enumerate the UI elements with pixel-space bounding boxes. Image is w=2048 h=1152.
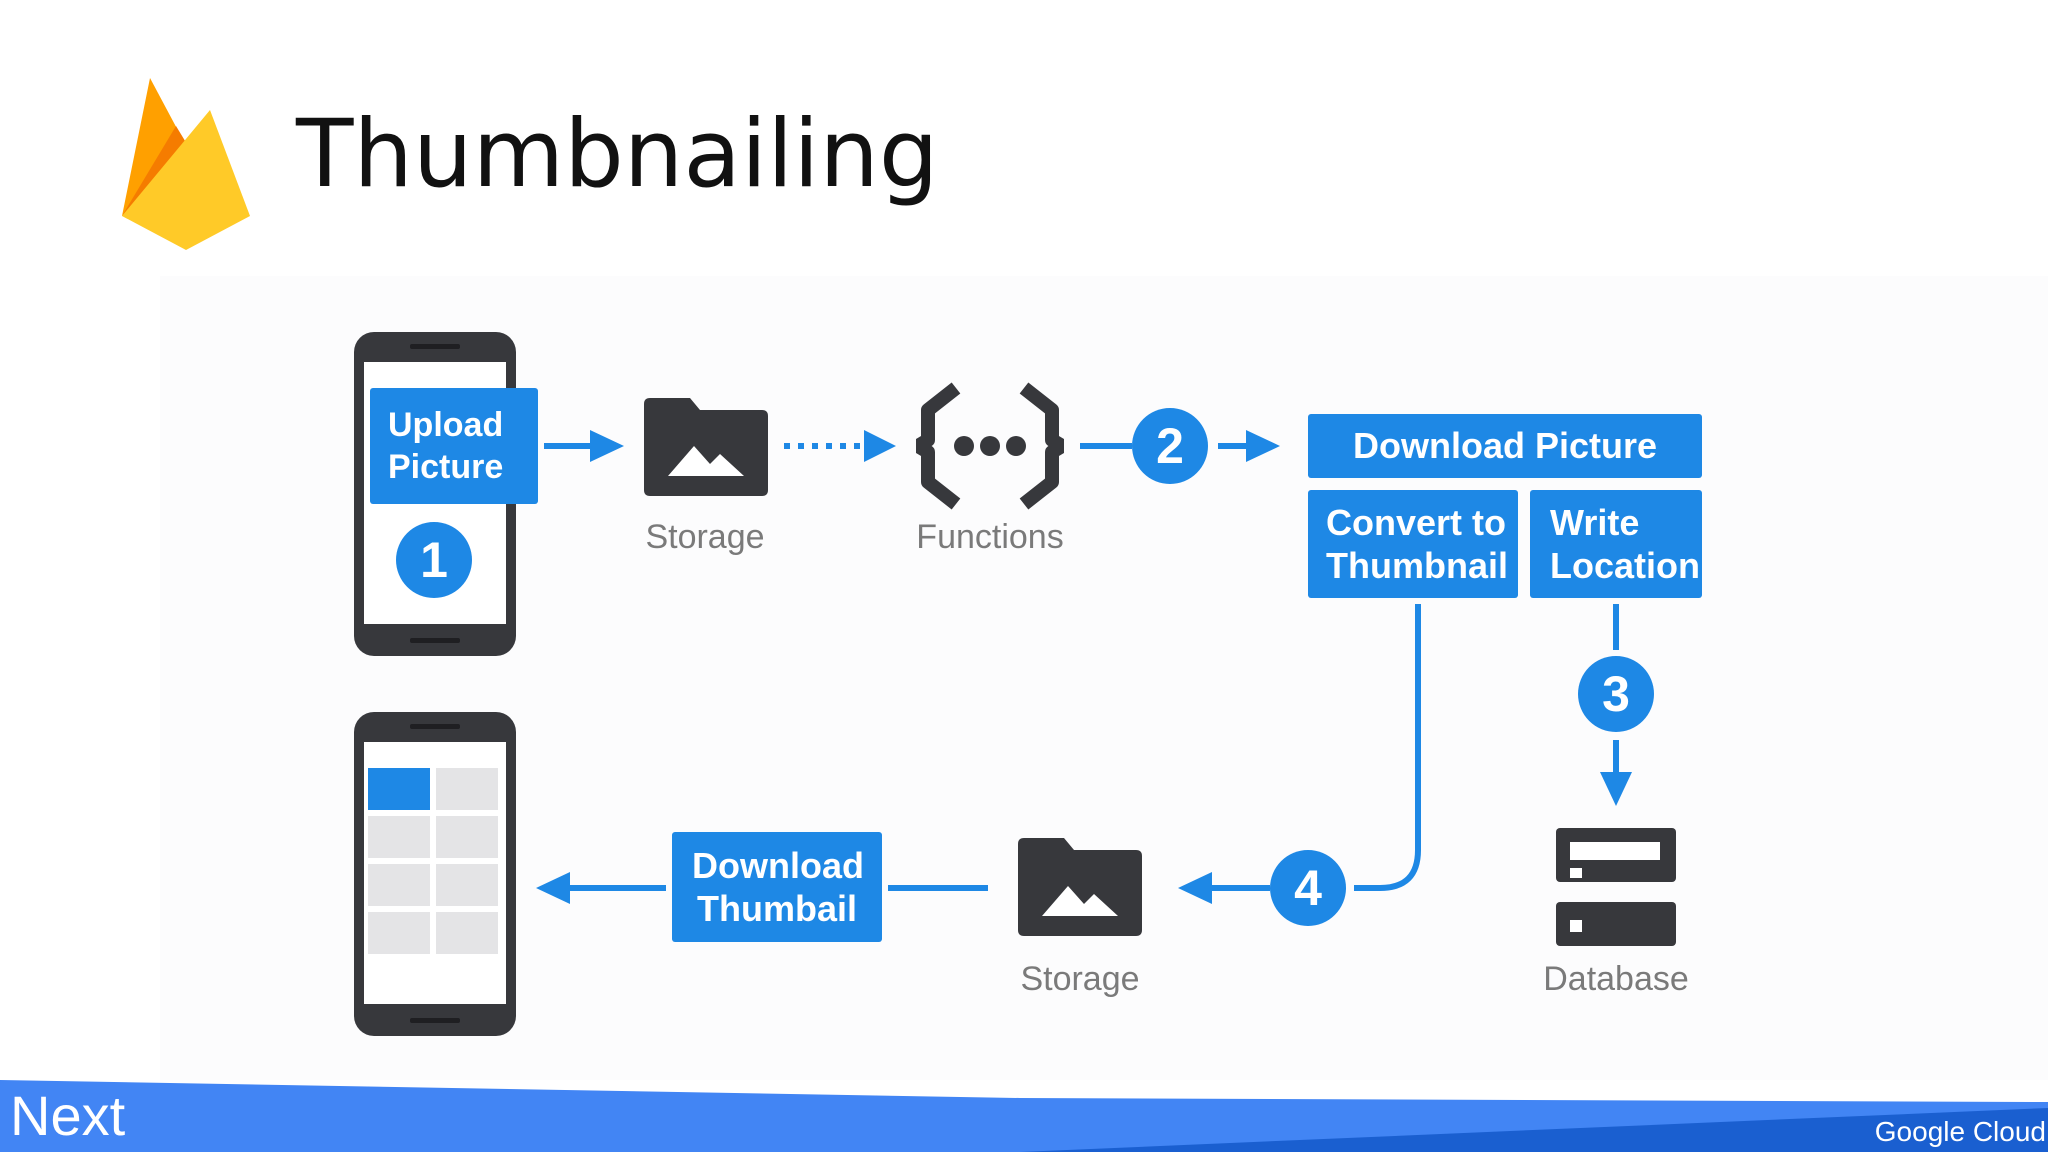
- line-step3-to-database: [1613, 740, 1619, 774]
- step-1-label: 1: [420, 532, 448, 588]
- step-2-badge: 2: [1132, 408, 1208, 484]
- storage-folder-icon: [644, 398, 768, 496]
- functions-caption: Functions: [916, 518, 1064, 556]
- arrow-head-right-icon: [1246, 430, 1280, 462]
- footer-bar: [0, 1080, 2048, 1152]
- phone-grid-icon: [354, 712, 516, 1036]
- upload-picture-box: Upload Picture: [370, 388, 538, 504]
- download-thumbail-box: Download Thumbail: [672, 832, 882, 942]
- download-thumbail-label: Download Thumbail: [692, 844, 864, 929]
- step-1-badge: 1: [396, 522, 472, 598]
- line-write-to-step3: [1613, 604, 1619, 650]
- step-4-label: 4: [1294, 860, 1322, 916]
- arrow-head-right-icon: [590, 430, 624, 462]
- google-cloud-brand: Google Cloud: [1874, 1116, 2046, 1147]
- functions-icon: [916, 382, 1064, 510]
- arrow-upload-line: [544, 443, 592, 449]
- convert-thumbnail-label: Convert to Thumbnail: [1326, 501, 1508, 586]
- storage-folder-icon: [1018, 838, 1142, 936]
- arrow-head-left-icon: [1178, 872, 1212, 904]
- convert-thumbnail-box: Convert to Thumbnail: [1308, 490, 1518, 598]
- write-location-label: Write Location: [1550, 501, 1700, 586]
- arrow-head-left-icon: [536, 872, 570, 904]
- download-picture-label: Download Picture: [1352, 425, 1658, 467]
- step-2-label: 2: [1156, 418, 1184, 474]
- storage-top-caption: Storage: [645, 518, 765, 556]
- write-location-box: Write Location: [1530, 490, 1702, 598]
- slide-title: Thumbnailing: [296, 100, 939, 209]
- step-4-badge: 4: [1270, 850, 1346, 926]
- step-3-badge: 3: [1578, 656, 1654, 732]
- firebase-logo: [122, 78, 250, 250]
- line-step4-to-storage: [1212, 885, 1270, 891]
- convert-to-step4-line: [1354, 604, 1421, 891]
- dotted-arrow: [784, 430, 896, 462]
- next-logo: Next: [10, 1084, 126, 1147]
- upload-picture-label: Upload Picture: [388, 405, 504, 487]
- database-icon: [1556, 828, 1676, 946]
- download-picture-box: Download Picture: [1308, 414, 1702, 478]
- database-caption: Database: [1543, 960, 1689, 998]
- arrow-head-down-icon: [1600, 772, 1632, 806]
- line-storage-to-download-thumbail: [888, 885, 988, 891]
- line-functions-to-step2: [1080, 443, 1132, 449]
- line-download-thumbail-to-phone: [568, 885, 666, 891]
- storage-bottom-caption: Storage: [1020, 960, 1140, 998]
- step-3-label: 3: [1602, 666, 1630, 722]
- line-step2-to-download: [1218, 443, 1248, 449]
